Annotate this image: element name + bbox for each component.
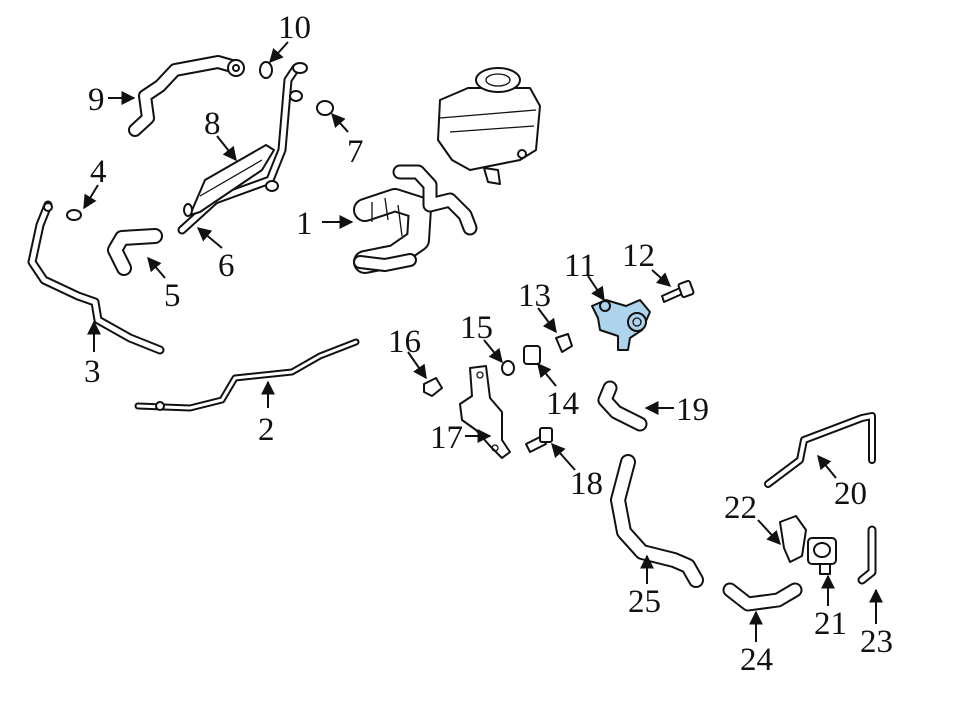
- callout-23: 23: [860, 624, 893, 660]
- part-8-bracket: [183, 144, 275, 217]
- part-9-hose: [128, 55, 245, 137]
- part-5-hose: [107, 228, 163, 276]
- callout-6: 6: [218, 248, 235, 284]
- callout-17: 17: [430, 420, 463, 456]
- part-17-bracket: [459, 365, 511, 459]
- callout-13: 13: [518, 278, 551, 314]
- part-19-hose: [597, 380, 648, 432]
- callout-16: 16: [388, 324, 421, 360]
- part-16-nut: [423, 377, 443, 397]
- part-12-bolt: [661, 279, 695, 303]
- part-4-o-ring: [66, 209, 82, 221]
- callout-22: 22: [724, 490, 757, 526]
- callout-19: 19: [676, 392, 709, 428]
- part-21-pump: [807, 537, 837, 575]
- callout-labels: 1 2 3 4 5 6 7 8 9 10 11 12 13 14 15 16 1…: [84, 10, 893, 678]
- callout-11: 11: [564, 248, 596, 284]
- part-14-bushing: [523, 345, 541, 365]
- part-22-bracket: [779, 515, 807, 563]
- part-3-coolant-pipe: [27, 200, 165, 355]
- coolant-reservoir: [437, 67, 541, 185]
- part-1-hose-assembly: [353, 164, 478, 274]
- callout-leaders: [83, 41, 883, 642]
- callout-25: 25: [628, 584, 661, 620]
- callout-4: 4: [90, 154, 107, 190]
- callout-15: 15: [460, 310, 493, 346]
- part-18-bolt: [525, 427, 553, 453]
- callout-12: 12: [622, 238, 655, 274]
- part-11-valve: [591, 299, 651, 351]
- callout-20: 20: [834, 476, 867, 512]
- callout-8: 8: [204, 106, 221, 142]
- part-15-washer: [501, 360, 515, 376]
- part-7-o-ring: [316, 100, 334, 116]
- part-25-hose: [610, 454, 704, 588]
- callout-10: 10: [278, 10, 311, 46]
- part-24-hose: [722, 582, 803, 612]
- callout-24: 24: [740, 642, 773, 678]
- part-2-pipe: [134, 338, 360, 412]
- callout-18: 18: [570, 466, 603, 502]
- part-20-pipe: [764, 412, 876, 488]
- callout-1: 1: [296, 206, 313, 242]
- callout-7: 7: [347, 134, 364, 170]
- callout-3: 3: [84, 354, 101, 390]
- callout-9: 9: [88, 82, 105, 118]
- part-10-o-ring: [259, 61, 273, 79]
- callout-2: 2: [258, 412, 275, 448]
- part-13-fitting: [555, 333, 573, 353]
- callout-5: 5: [164, 278, 181, 314]
- callout-21: 21: [814, 606, 847, 642]
- part-23-pipe: [857, 525, 877, 585]
- callout-14: 14: [546, 386, 579, 422]
